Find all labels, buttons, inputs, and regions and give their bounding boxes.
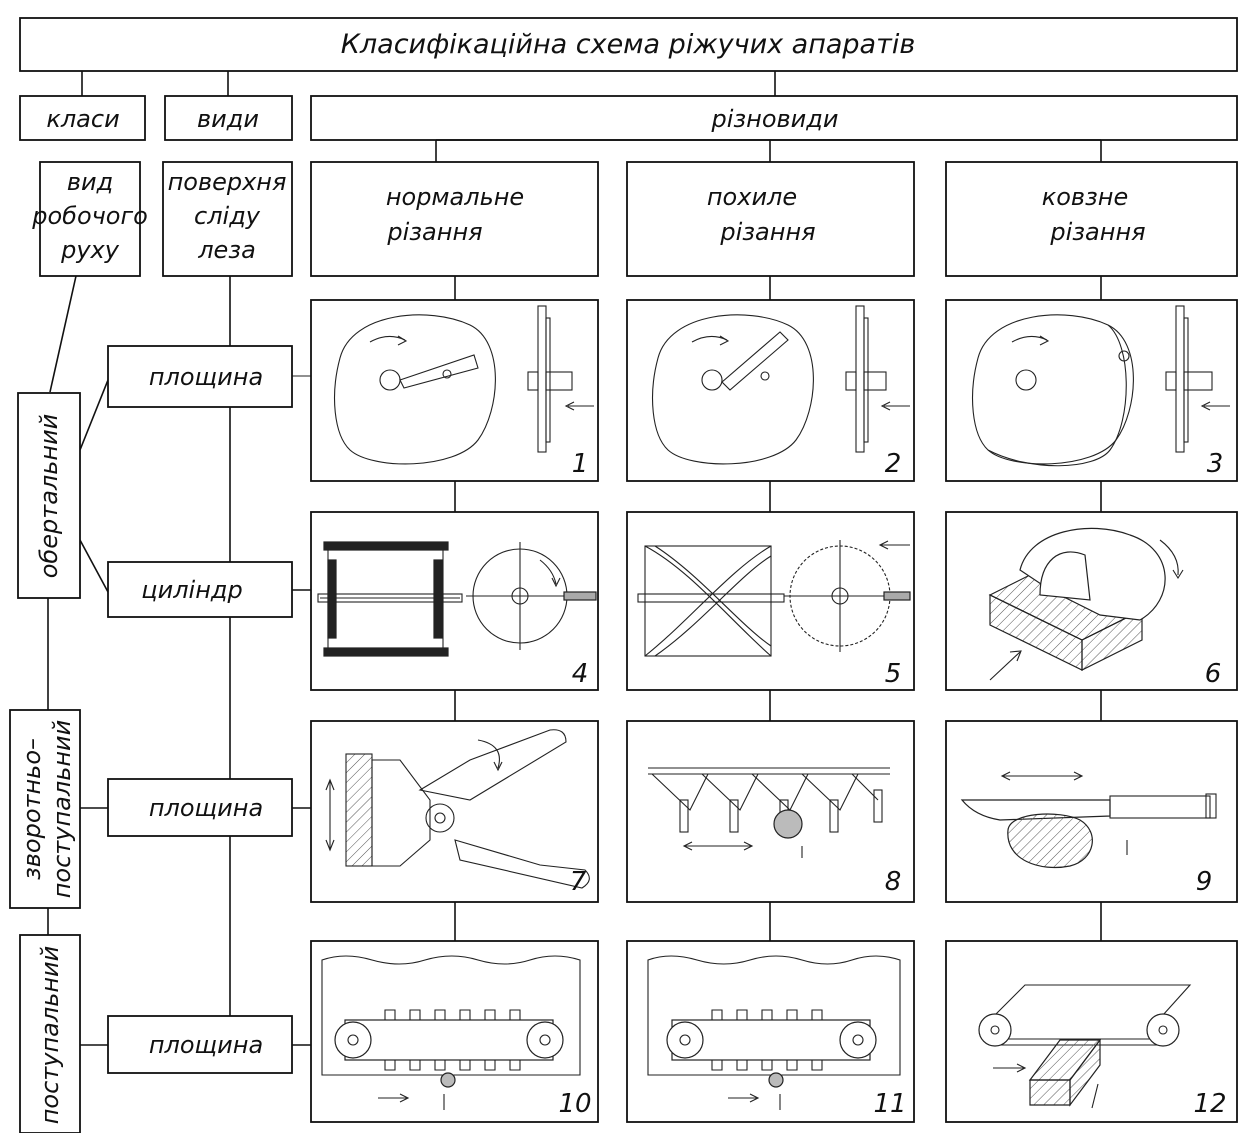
cell-number: 9 xyxy=(1196,867,1213,897)
cell-number: 7 xyxy=(570,867,587,897)
cell-number: 11 xyxy=(873,1089,906,1119)
variety-normal: нормальне різання xyxy=(311,162,598,276)
svg-text:різання: різання xyxy=(1049,218,1145,246)
cell-2: 2 xyxy=(627,300,914,481)
cell-number: 1 xyxy=(572,449,589,479)
cell-7: 7 xyxy=(311,721,598,902)
svg-text:сліду: сліду xyxy=(194,202,261,230)
cell-number: 12 xyxy=(1193,1089,1226,1119)
svg-text:площина: площина xyxy=(149,363,263,391)
motion-rotational: обертальний xyxy=(18,393,80,598)
svg-text:види: види xyxy=(197,105,259,133)
cell-9: 9 xyxy=(946,721,1237,902)
svg-text:похиле: похиле xyxy=(707,183,797,211)
cell-5: 5 xyxy=(627,512,914,690)
types-subheader: поверхня сліду леза xyxy=(163,162,292,276)
svg-text:нормальне: нормальне xyxy=(386,183,524,211)
svg-text:поверхня: поверхня xyxy=(168,168,287,196)
classes-subheader: вид робочого руху xyxy=(31,162,148,276)
header-varieties: різновиди xyxy=(311,96,1237,140)
svg-text:різання: різання xyxy=(719,218,815,246)
cell-1: 1 xyxy=(311,300,598,481)
svg-text:обертальний: обертальний xyxy=(35,414,63,579)
svg-text:класи: класи xyxy=(46,105,119,133)
cell-number: 5 xyxy=(885,659,902,689)
surface-plane-3: площина xyxy=(108,1016,292,1073)
diagram-title: Класифікаційна схема ріжучих апаратів xyxy=(341,29,916,60)
svg-text:поступальний: поступальний xyxy=(36,946,64,1125)
cell-12: 12 xyxy=(946,941,1237,1122)
title-box: Класифікаційна схема ріжучих апаратів xyxy=(20,18,1237,71)
surface-plane-1: площина xyxy=(108,346,292,407)
cell-number: 6 xyxy=(1205,659,1222,689)
cell-3: 3 xyxy=(946,300,1237,481)
varieties-connectors xyxy=(436,140,1101,162)
svg-text:циліндр: циліндр xyxy=(141,576,242,604)
svg-text:поступальний: поступальний xyxy=(48,720,76,899)
svg-text:ковзне: ковзне xyxy=(1042,183,1129,211)
svg-text:різновиди: різновиди xyxy=(711,105,839,133)
cell-number: 3 xyxy=(1207,449,1224,479)
motion-reciprocating: зворотньо– поступальний xyxy=(10,710,80,908)
svg-text:робочого: робочого xyxy=(31,202,148,230)
cell-8: 8 xyxy=(627,721,914,902)
motion-translational: поступальний xyxy=(20,935,80,1133)
header-types: види xyxy=(165,96,292,140)
header-classes: класи xyxy=(20,96,145,140)
cell-number: 8 xyxy=(885,867,902,897)
svg-text:площина: площина xyxy=(149,1031,263,1059)
cell-4: 4 xyxy=(311,512,598,690)
svg-text:вид: вид xyxy=(67,168,113,196)
cell-number: 2 xyxy=(885,449,902,479)
cell-6: 6 xyxy=(946,512,1237,690)
title-connectors xyxy=(82,71,775,96)
svg-text:леза: леза xyxy=(197,236,256,264)
variety-sliding: ковзне різання xyxy=(946,162,1237,276)
variety-inclined: похиле різання xyxy=(627,162,914,276)
svg-text:руху: руху xyxy=(60,236,120,264)
cell-10: 10 xyxy=(311,941,598,1122)
svg-text:площина: площина xyxy=(149,794,263,822)
cell-number: 10 xyxy=(558,1089,591,1119)
cell-number: 4 xyxy=(572,659,589,689)
surface-plane-2: площина xyxy=(108,779,292,836)
svg-text:зворотньо–: зворотньо– xyxy=(18,738,46,880)
surface-cylinder: циліндр xyxy=(108,562,292,617)
cell-11: 11 xyxy=(627,941,914,1122)
svg-text:різання: різання xyxy=(386,218,482,246)
